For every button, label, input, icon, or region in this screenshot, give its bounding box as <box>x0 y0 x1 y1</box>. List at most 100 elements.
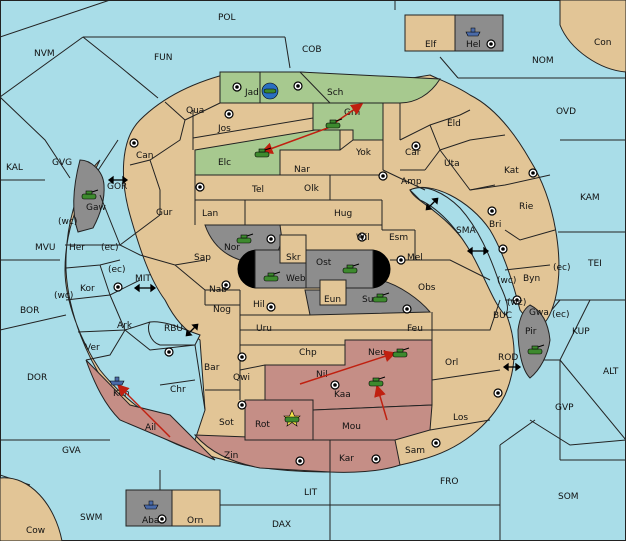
label-neu: Neu <box>368 348 386 358</box>
label-orn: Orn <box>187 516 203 526</box>
label-con: Con <box>594 38 612 48</box>
label-mel: Mel <box>407 253 423 263</box>
label-qua: Qua <box>186 106 204 116</box>
label-fun: FUN <box>154 53 173 63</box>
label-fro: FRO <box>440 477 459 487</box>
fleet-hel <box>465 27 481 37</box>
label-gaw-wc: (wc) <box>58 217 77 227</box>
label-nor: Nor <box>224 243 240 253</box>
label-uru: Uru <box>256 324 272 334</box>
label-ost: Ost <box>316 258 332 268</box>
army-grh <box>325 118 343 129</box>
province-ken-ail[interactable] <box>85 359 216 461</box>
label-buc: BUC <box>493 311 512 321</box>
coast-labels: (wc) (ec) (ec) (wc) (ec) (wc) (wc) (ec) <box>54 217 571 320</box>
label-bar: Bar <box>204 363 220 373</box>
label-sma: SMA <box>456 226 476 236</box>
army-nor <box>236 233 254 244</box>
label-her: Her <box>69 243 85 253</box>
label-kup: KUP <box>572 327 590 337</box>
label-car: Car <box>405 148 421 158</box>
province-borders <box>65 71 556 431</box>
label-feu: Feu <box>407 324 423 334</box>
label-nil: Nil <box>316 370 328 380</box>
label-lan: Lan <box>202 209 218 219</box>
label-rod: ROD <box>498 353 518 363</box>
label-cob: COB <box>302 45 322 55</box>
label-los: Los <box>453 413 468 423</box>
label-lit: LIT <box>304 488 318 498</box>
label-kaa: Kaa <box>334 390 351 400</box>
label-qwi: Qwi <box>233 373 250 383</box>
supply-centers <box>113 39 538 524</box>
province-rot[interactable] <box>244 399 314 441</box>
army-elc <box>254 147 272 158</box>
label-kal: KAL <box>6 163 23 173</box>
label-bor: BOR <box>20 306 39 316</box>
label-grh: Grh <box>344 108 360 118</box>
label-gaw: Gaw <box>86 203 106 213</box>
label-hel: Hel <box>466 40 481 50</box>
label-ail: Ail <box>145 423 156 433</box>
label-byn: Byn <box>523 274 540 284</box>
label-gvp: GVP <box>555 403 574 413</box>
label-alt: ALT <box>603 367 619 377</box>
label-yok: Yok <box>355 148 372 158</box>
label-jad: Jad <box>244 88 259 98</box>
label-chr: Chr <box>170 385 186 395</box>
label-mit: MIT <box>135 274 151 284</box>
label-hug: Hug <box>334 209 352 219</box>
label-pol: POL <box>218 13 236 23</box>
label-kor: Kor <box>80 284 95 294</box>
label-byn-wc: (wc) <box>497 276 516 286</box>
label-pir: Pir <box>525 327 537 337</box>
sea-sma[interactable] <box>409 187 508 316</box>
label-aba: Aba <box>142 516 159 526</box>
strait-markers <box>107 175 522 372</box>
label-nvm: NVM <box>34 49 55 59</box>
fleet-ken <box>109 376 125 386</box>
label-swm: SWM <box>80 513 102 523</box>
label-eun: Eun <box>324 295 341 305</box>
province-pir[interactable] <box>517 304 551 379</box>
label-elf: Elf <box>425 40 437 50</box>
province-eun[interactable] <box>319 279 347 306</box>
label-orl: Orl <box>445 358 458 368</box>
label-skr: Skr <box>286 253 301 263</box>
label-kor-wc: (wc) <box>54 291 73 301</box>
label-obs: Obs <box>418 283 436 293</box>
province-orn[interactable] <box>171 489 221 527</box>
label-rie: Rie <box>519 202 534 212</box>
province-kar[interactable] <box>329 439 401 473</box>
label-zin: Zin <box>224 451 238 461</box>
label-dax: DAX <box>272 520 291 530</box>
label-gwa-wc: (wc) <box>507 298 526 308</box>
label-sch: Sch <box>327 88 343 98</box>
order-grh-elc <box>260 125 334 155</box>
label-kor-ec: (ec) <box>108 265 126 275</box>
units <box>81 27 545 510</box>
label-sot: Sot <box>219 418 234 428</box>
label-nom: NOM <box>532 56 554 66</box>
label-uta: Uta <box>444 159 460 169</box>
fleet-jad <box>261 82 279 100</box>
army-pir <box>527 344 545 355</box>
sea-labels: POL NVM FUN COB NOM OVD Con KAL GVG KAM … <box>6 13 619 536</box>
label-mvu: MVU <box>35 243 56 253</box>
fleet-aba <box>143 500 159 510</box>
army-ost <box>342 263 360 274</box>
label-amp: Amp <box>401 177 422 187</box>
label-gwa-ec: (ec) <box>552 310 570 320</box>
label-gvg: GVG <box>52 158 72 168</box>
label-elc: Elc <box>218 158 231 168</box>
army-web <box>263 271 281 282</box>
province-elf[interactable] <box>404 14 456 52</box>
label-wil: Wil <box>356 233 370 243</box>
order-ail-ken <box>116 383 171 438</box>
order-mou-kaa <box>374 384 388 421</box>
army-sun <box>372 292 390 303</box>
province-mou[interactable] <box>312 404 433 441</box>
province-skr[interactable] <box>279 234 307 264</box>
label-kam: KAM <box>580 193 600 203</box>
